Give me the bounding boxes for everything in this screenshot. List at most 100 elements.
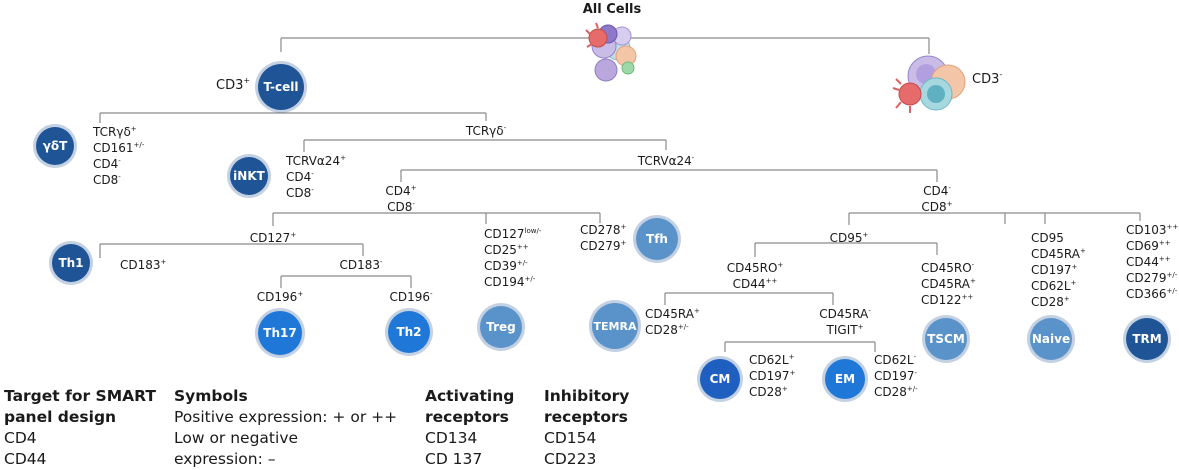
naive-node: Naive: [1030, 318, 1072, 360]
legend-item: CD223: [544, 450, 597, 468]
treg-node: Treg: [480, 306, 522, 348]
legend-heading: panel design: [4, 408, 117, 426]
marker-line: CD4+: [385, 184, 417, 198]
em-markers: CD62L-CD197-CD28+/-: [874, 352, 918, 400]
treg-markers: CD127low/- CD25++ CD39+/- CD194+/-: [484, 226, 541, 290]
legend-heading: Inhibitory: [544, 387, 630, 405]
marker-line: CD194+/-: [484, 275, 536, 289]
marker-line: CD28+: [749, 385, 788, 399]
marker-line: CD25++: [484, 243, 529, 257]
marker-line: CD45RA+: [1031, 247, 1086, 261]
marker-line: CD62L-: [874, 353, 917, 367]
trm-node: TRM: [1126, 318, 1168, 360]
marker-line: CD44++: [732, 277, 778, 291]
temra-markers: CD45RA+ CD28+/-: [645, 306, 700, 338]
legend-item: CD44: [4, 450, 47, 468]
cm-node: CM: [700, 359, 740, 399]
trm-markers: CD103++CD69++CD44++CD279+/-CD366+/-: [1126, 222, 1178, 302]
marker-line: CD278+: [580, 223, 627, 237]
marker-line: CD8-: [93, 173, 121, 187]
marker-line: CD28+: [1031, 295, 1070, 309]
temra-node: TEMRA: [592, 303, 638, 349]
marker-line: CD197+: [749, 369, 796, 383]
tscm-markers: CD45RO-CD45RA+CD122++: [921, 260, 976, 308]
marker-line: CD62L+: [1031, 279, 1077, 293]
all-cells-icon: [585, 22, 637, 82]
legend-heading: receptors: [425, 408, 509, 426]
marker-line: CD127+: [249, 231, 297, 245]
marker-line: CD45RA-: [819, 307, 871, 321]
tscm-node: TSCM: [925, 318, 967, 360]
tfh-node: Tfh: [636, 218, 678, 260]
marker-line: CD279+/-: [1126, 271, 1178, 285]
cd183-negative-label: CD183-: [339, 257, 382, 273]
marker-line: CD122++: [921, 293, 974, 307]
em-node: EM: [825, 359, 865, 399]
marker-line: CD196-: [389, 290, 433, 304]
marker-line: CD95+: [829, 231, 869, 245]
diagram-title: All Cells: [582, 2, 642, 17]
marker-line: CD366+/-: [1126, 287, 1178, 301]
marker-line: CD8-: [387, 200, 415, 214]
marker-line: CD95: [1031, 231, 1064, 245]
marker-line: CD28+/-: [874, 385, 918, 399]
legend-item: Positive expression: + or ++: [174, 408, 398, 426]
legend-item: expression: –: [174, 450, 276, 468]
tfh-markers: CD278+ CD279+: [580, 222, 626, 254]
legend-item: CD134: [425, 429, 478, 447]
gamma-delta-t-node: γδT: [36, 127, 74, 165]
marker-line: CD4-: [286, 170, 314, 184]
marker-line: CD161+/-: [93, 141, 145, 155]
legend-heading: Target for SMART: [4, 387, 156, 405]
marker-line: TCRVα24+: [286, 154, 346, 168]
marker-line: TCRγδ-: [465, 124, 507, 138]
marker-line: CD45RO+: [726, 261, 784, 275]
th2-node: Th2: [388, 311, 430, 353]
marker-line: CD62L+: [749, 353, 795, 367]
marker-line: CD197+: [1031, 263, 1078, 277]
marker-line: TCRγδ+: [93, 125, 137, 139]
cd127-positive-label: CD127+: [250, 230, 296, 246]
th17-markers: CD196+: [257, 289, 303, 305]
th17-node: Th17: [258, 311, 302, 355]
marker-line: CD183-: [339, 258, 383, 272]
legend-heading: Activating: [425, 387, 515, 405]
marker-line: CD103++: [1126, 223, 1179, 237]
tcell-node: T-cell: [258, 64, 304, 110]
legend-item: CD 137: [425, 450, 483, 468]
cd3-negative-cells-icon: [892, 55, 966, 113]
marker-line: TCRVα24-: [637, 154, 695, 168]
legend-item: CD4: [4, 429, 37, 447]
inkt-node: iNKT: [230, 157, 268, 195]
marker-line: CD183+: [120, 258, 167, 272]
marker-line: CD4-: [93, 157, 121, 171]
inkt-markers: TCRVα24+ CD4- CD8-: [286, 153, 346, 201]
legend-item: Low or negative: [174, 429, 299, 447]
marker-line: CD196+: [256, 290, 304, 304]
marker-line: CD45RO-: [921, 261, 975, 275]
tcr-va24-negative-label: TCRVα24-: [638, 153, 695, 169]
marker-line: CD4-: [923, 184, 951, 198]
legend-heading: Symbols: [174, 387, 248, 405]
cd3-positive-label: CD3+: [216, 76, 251, 94]
cd45ra-negative-label: CD45RA- TIGIT+: [819, 306, 870, 338]
tcr-gamma-delta-negative-label: TCRγδ-: [466, 123, 506, 139]
marker-line: CD45RA+: [645, 307, 700, 321]
cd45ro-positive-label: CD45RO+ CD44++: [727, 260, 784, 292]
cd3-negative-label: CD3-: [972, 70, 1003, 88]
marker-line: TIGIT+: [826, 323, 864, 337]
gamma-delta-t-markers: TCRγδ+ CD161+/- CD4- CD8-: [93, 124, 144, 188]
marker-line: CD8-: [286, 186, 314, 200]
marker-line: CD28+/-: [645, 323, 689, 337]
cm-markers: CD62L+ CD197+ CD28+: [749, 352, 795, 400]
marker-line: CD44++: [1126, 255, 1171, 269]
marker-line: CD127low/-: [484, 227, 542, 241]
marker-line: CD279+: [580, 239, 627, 253]
marker-line: CD39+/-: [484, 259, 528, 273]
